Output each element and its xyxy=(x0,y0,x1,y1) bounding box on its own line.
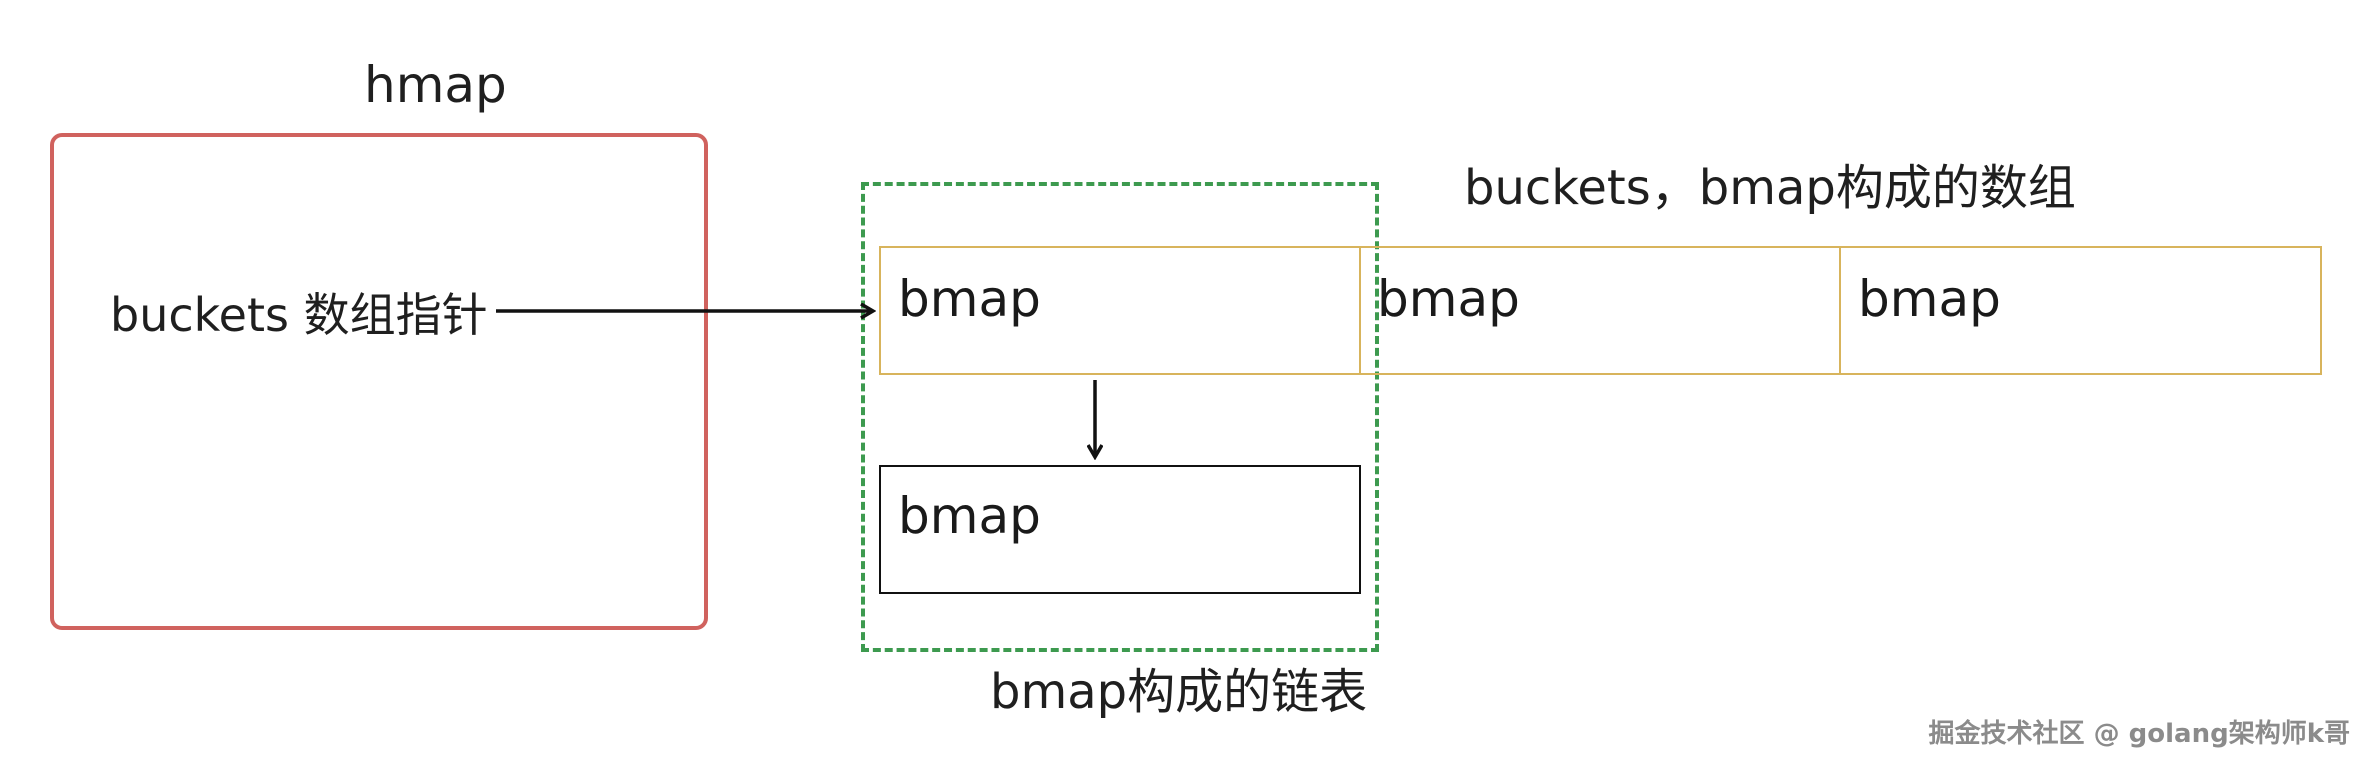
bucket-cell-label: bmap xyxy=(898,270,1041,328)
bucket-cell: bmap xyxy=(1839,246,2322,375)
hmap-title: hmap xyxy=(364,56,507,114)
bucket-cell: bmap xyxy=(1359,246,1841,375)
hmap-box xyxy=(50,133,708,630)
buckets-pointer-label: buckets 数组指针 xyxy=(110,288,488,342)
buckets-array-label: buckets，bmap构成的数组 xyxy=(1464,160,2076,216)
bucket-chain-group xyxy=(861,182,1379,652)
linked-list-label: bmap构成的链表 xyxy=(990,664,1368,720)
bucket-cell: bmap xyxy=(879,246,1361,375)
bucket-cell-label: bmap xyxy=(1858,270,2001,328)
watermark: 掘金技术社区 @ golang架构师k哥 xyxy=(1928,719,2350,749)
overflow-bucket-node: bmap xyxy=(879,465,1361,594)
bucket-cell-label: bmap xyxy=(1377,270,1520,328)
overflow-bucket-label: bmap xyxy=(898,487,1041,545)
